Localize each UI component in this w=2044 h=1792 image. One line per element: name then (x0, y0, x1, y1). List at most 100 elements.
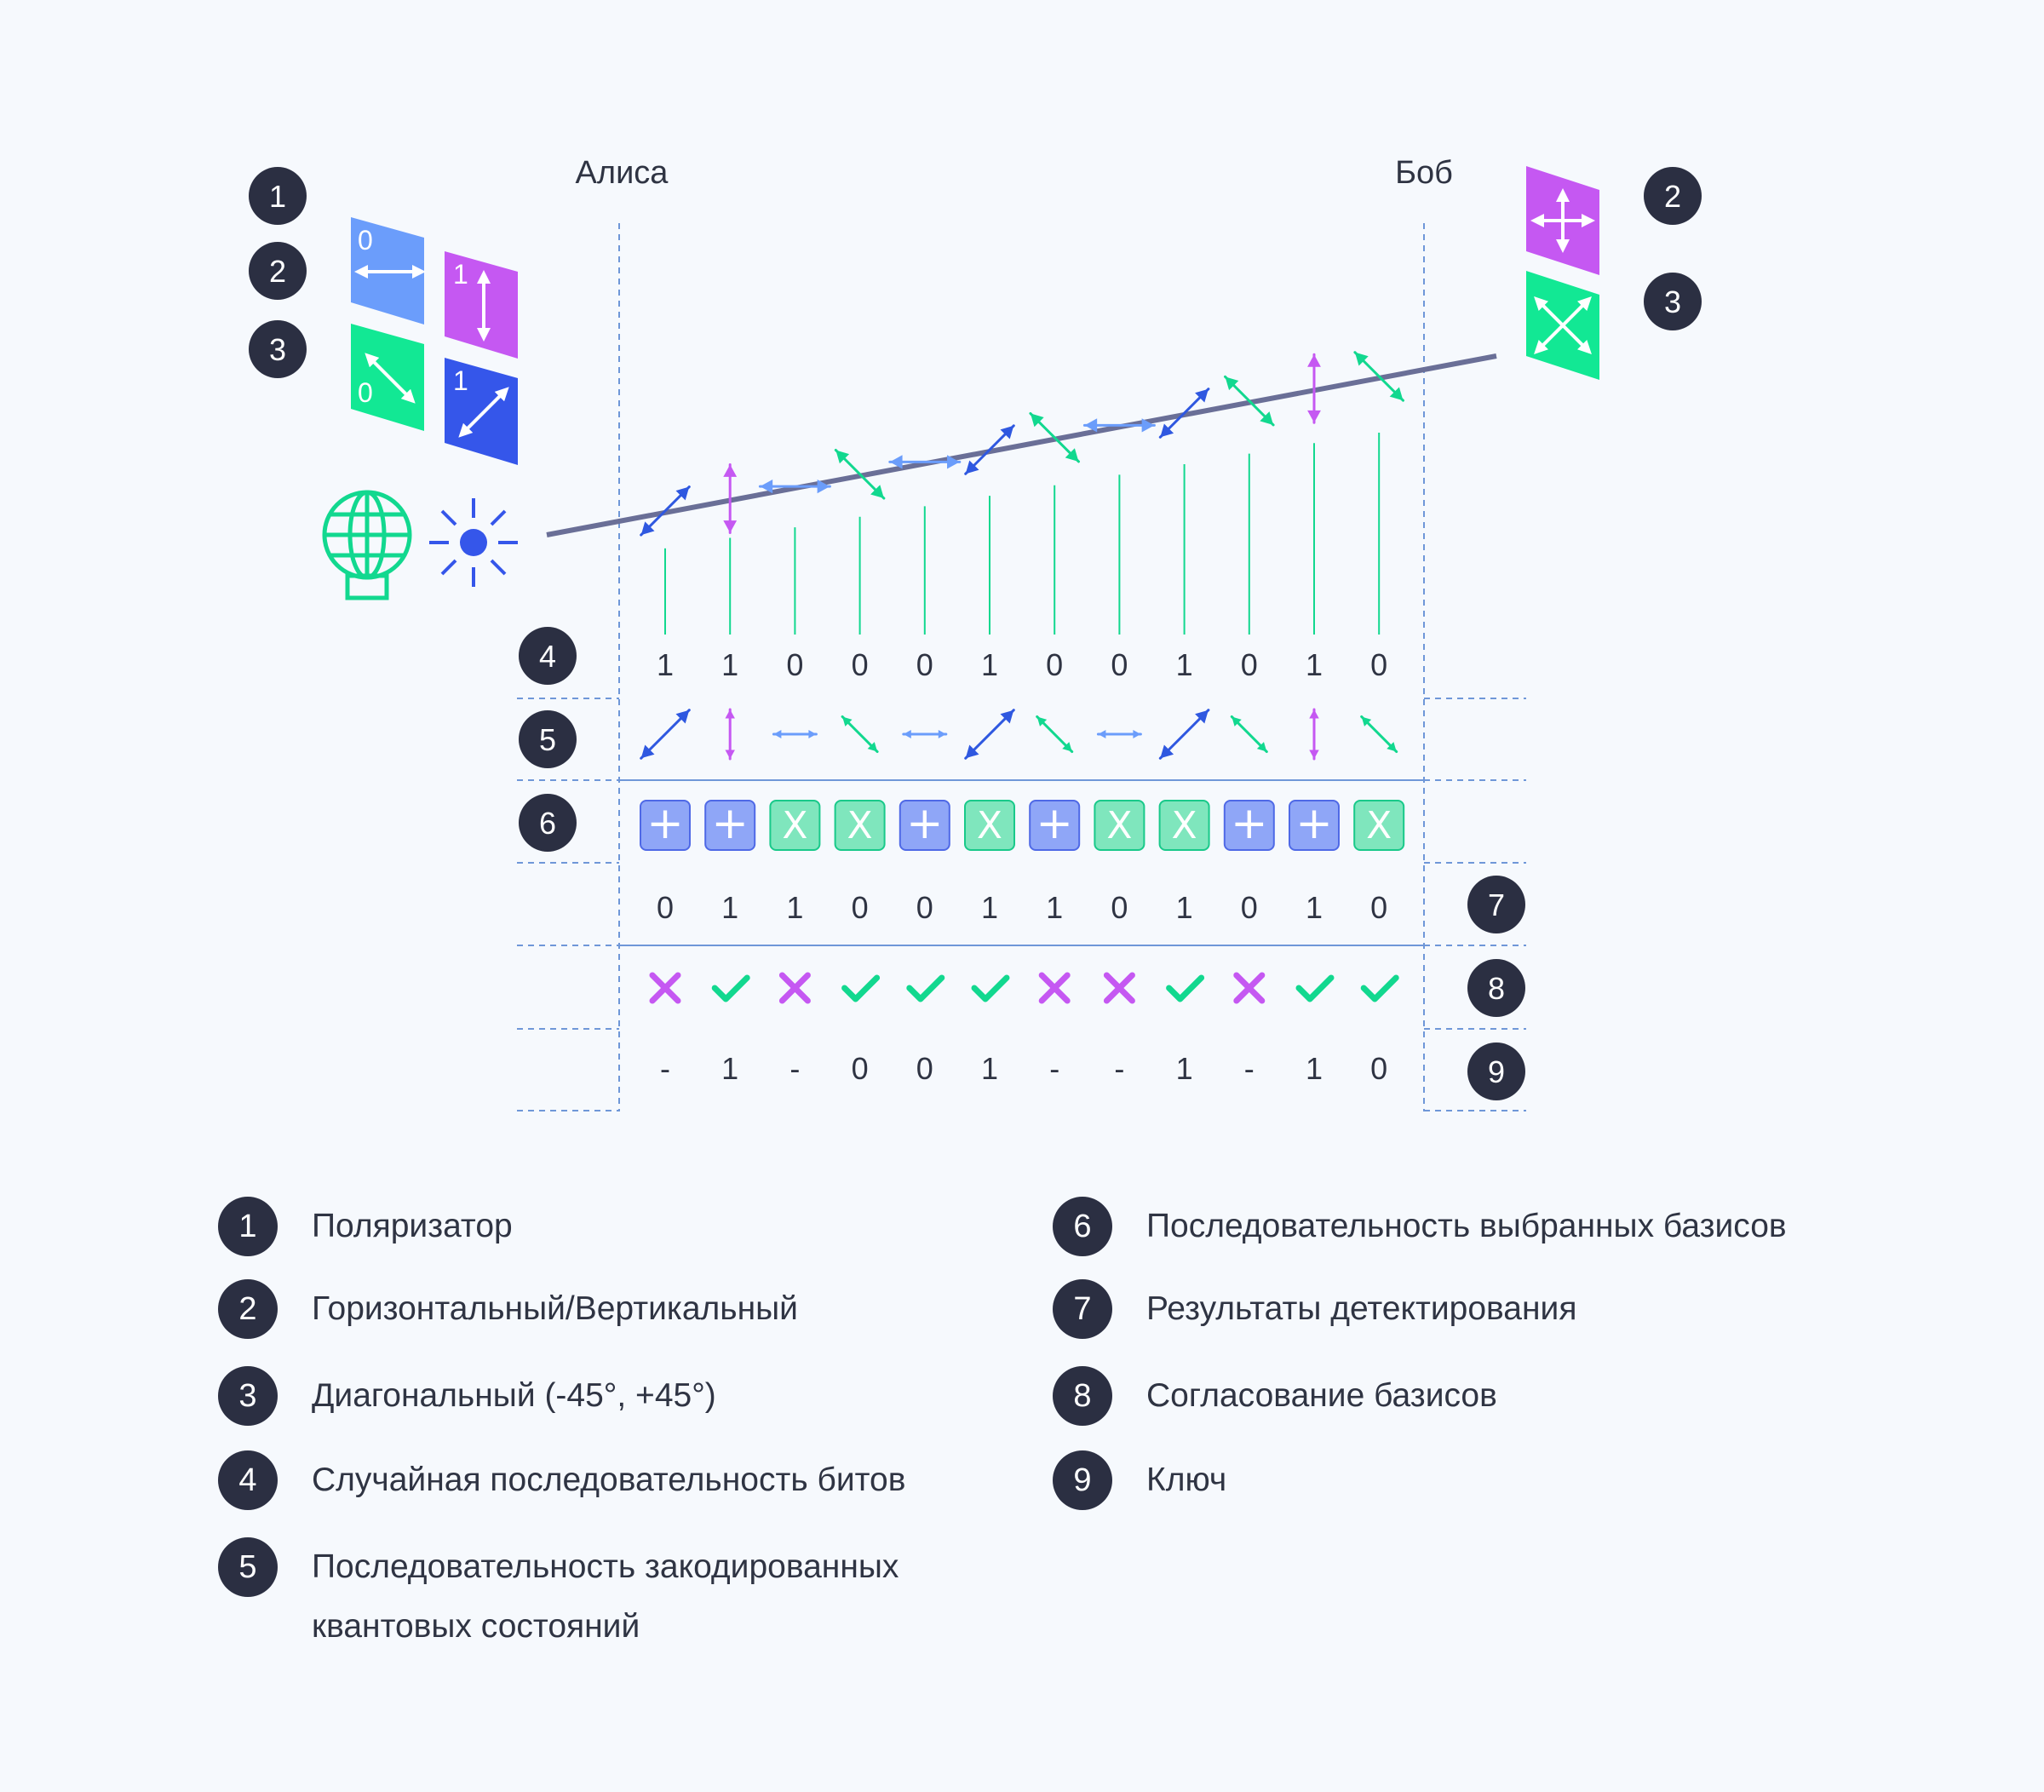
legend-badge: 1 (218, 1197, 278, 1256)
legend-item-9: 9 Ключ (1053, 1450, 1226, 1510)
bob-basis-cards (1526, 166, 1599, 380)
legend-item-1: 1 Поляризатор (218, 1197, 513, 1256)
legend-text: Поляризатор (312, 1208, 513, 1244)
detection-value: 0 (657, 890, 674, 925)
channel-state-diag-minus45 (834, 448, 886, 500)
channel-state-diag-plus45 (964, 424, 1015, 475)
channel-state-vertical (1307, 353, 1321, 424)
globe-icon (322, 490, 412, 600)
channel-state-diag-plus45 (1158, 388, 1210, 439)
basis-plus-icon: + (1029, 798, 1081, 851)
bit-value: 0 (1046, 647, 1063, 682)
legend-item-3: 3 Диагональный (-45°, +45°) (218, 1366, 716, 1426)
detection-value: 0 (1241, 890, 1258, 925)
channel-state-horizontal (1082, 418, 1156, 433)
svg-text:X: X (782, 804, 807, 847)
photon-source-icon (429, 498, 518, 587)
legend-item-5: 5 Последовательность закодированных кван… (218, 1537, 993, 1657)
row-marker-8: 8 (1467, 959, 1525, 1017)
check-icon (1295, 974, 1335, 1002)
cross-icon (1103, 972, 1135, 1004)
svg-text:7: 7 (1488, 887, 1505, 922)
legend-item-6: 6 Последовательность выбранных базисов (1053, 1197, 1787, 1256)
encoded-state-vertical (1309, 708, 1319, 761)
legend-text: Последовательность закодированных кванто… (312, 1548, 899, 1645)
channel-state-diag-minus45 (1224, 375, 1275, 427)
svg-text:2: 2 (269, 254, 286, 289)
row-markers: 4 5 6 7 8 9 (519, 627, 1525, 1100)
bob-card-rectilinear (1526, 166, 1599, 275)
encoded-state-vertical (725, 708, 735, 761)
alice-marker-3: 3 (249, 320, 307, 378)
legend-item-4: 4 Случайная последовательность битов (218, 1450, 905, 1510)
key-value: 0 (916, 1051, 933, 1086)
encoded-state-diag-minus45 (1036, 715, 1074, 754)
svg-text:5: 5 (539, 722, 556, 757)
svg-text:4: 4 (539, 639, 556, 674)
basis-x-icon: X (1094, 800, 1145, 851)
bit-value: 1 (981, 647, 998, 682)
basis-x-icon: X (769, 800, 821, 851)
legend-text: Ключ (1146, 1462, 1227, 1498)
key-value: 1 (981, 1051, 998, 1086)
key-value: 1 (1176, 1051, 1193, 1086)
key-value: 1 (1306, 1051, 1323, 1086)
svg-text:6: 6 (539, 806, 556, 841)
bob-markers: 23 (1644, 167, 1702, 330)
bit-value: 1 (1306, 647, 1323, 682)
detection-value: 1 (1306, 890, 1323, 925)
encoded-state-horizontal (902, 730, 948, 738)
row-marker-4: 4 (519, 627, 577, 685)
bit-value: 0 (852, 647, 869, 682)
svg-text:9: 9 (1488, 1054, 1505, 1089)
svg-text:3: 3 (269, 332, 286, 367)
basis-plus-icon: + (1289, 798, 1340, 851)
legend-item-2: 2 Горизонтальный/Вертикальный (218, 1279, 798, 1339)
legend-badge: 2 (218, 1279, 278, 1339)
check-icon (1166, 974, 1205, 1002)
detection-value: 1 (1046, 890, 1063, 925)
encoded-state-diag-plus45 (640, 709, 691, 760)
basis-plus-icon: + (640, 798, 691, 851)
key-value: - (1244, 1051, 1255, 1086)
svg-text:3: 3 (1664, 284, 1681, 319)
detection-value: 1 (1176, 890, 1193, 925)
key-value: 0 (852, 1051, 869, 1086)
bit-value: 0 (786, 647, 803, 682)
channel-state-horizontal (758, 479, 831, 494)
basis-plus-icon: + (899, 798, 950, 851)
check-icon (841, 974, 881, 1002)
cross-icon (1038, 972, 1071, 1004)
key-value: - (660, 1051, 670, 1086)
cross-icon (649, 972, 681, 1004)
encoded-state-diag-plus45 (1158, 709, 1210, 760)
cross-icon (1233, 972, 1266, 1004)
check-icon (971, 974, 1010, 1002)
legend-text: Горизонтальный/Вертикальный (312, 1290, 798, 1327)
alice-card-vertical: 1 (445, 251, 518, 359)
svg-text:8: 8 (1488, 971, 1505, 1006)
basis-x-icon: X (1353, 800, 1405, 851)
svg-text:+: + (646, 798, 684, 849)
detection-value: 0 (916, 890, 933, 925)
row-marker-7: 7 (1467, 876, 1525, 933)
encoded-state-horizontal (772, 730, 818, 738)
bit-value: 0 (1241, 647, 1258, 682)
svg-text:+: + (906, 798, 944, 849)
row-marker-9: 9 (1467, 1042, 1525, 1100)
svg-text:0: 0 (358, 225, 373, 256)
channel-state-diag-minus45 (1029, 411, 1080, 463)
check-icon (906, 974, 945, 1002)
row-marker-6: 6 (519, 794, 577, 852)
check-icon (1360, 974, 1399, 1002)
channel-state-vertical (723, 462, 738, 534)
svg-text:X: X (1172, 804, 1197, 847)
bit-value: 1 (1176, 647, 1193, 682)
row-separators (517, 698, 1526, 1111)
legend-text: Диагональный (-45°, +45°) (312, 1377, 716, 1414)
cross-icon (778, 972, 811, 1004)
alice-marker-1: 1 (249, 167, 307, 225)
